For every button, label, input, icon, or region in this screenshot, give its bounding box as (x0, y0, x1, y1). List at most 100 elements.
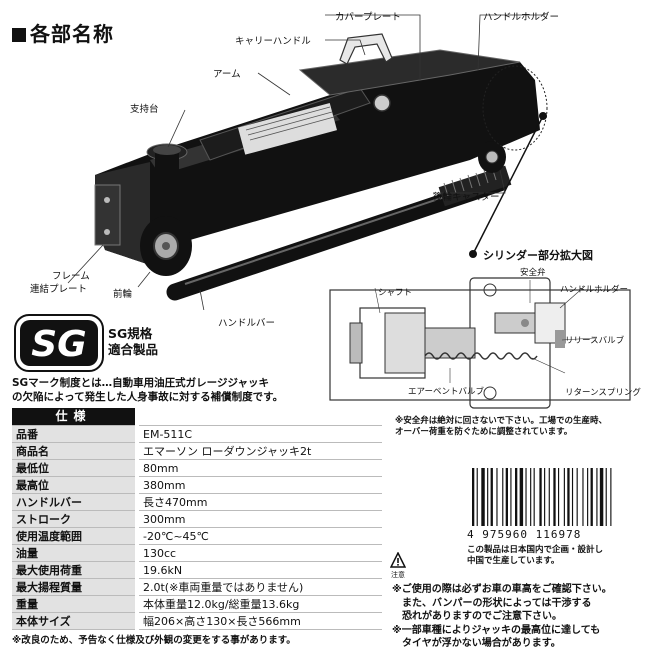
barcode-bar (553, 468, 556, 526)
spec-value: 2.0t(※車両重量ではありません) (137, 578, 382, 596)
caution-line: 恐れがありますのでご注意下さい。 (392, 611, 562, 622)
caution-line: ※ご使用の際は必ずお車の車高をご確認下さい。 (392, 584, 612, 595)
caution-line: また、バンパーの形状によっては干渉する (392, 597, 592, 609)
saddle-shape (146, 143, 188, 178)
label-release-valve: リリースバルブ (565, 336, 625, 346)
label-air-vent-valve: エアーベントバルブ (408, 387, 484, 397)
front-wheel-shape (140, 216, 192, 276)
zoom-highlight-ring (482, 65, 548, 151)
label-cylinder-zoom: シリンダー部分拡大図 (483, 249, 593, 262)
label-saddle: 支持台 (130, 104, 159, 115)
barcode-bar (610, 468, 612, 526)
spec-row: 商品名エマーソン ローダウンジャッキ2t (12, 442, 382, 460)
spec-key: 使用温度範囲 (12, 527, 139, 545)
jack-body-shape (95, 49, 540, 265)
sg-title-line1: SG規格 (108, 326, 153, 341)
caution-text: ※ご使用の際は必ずお車の車高をご確認下さい。 また、バンパーの形状によっては干渉… (392, 583, 642, 651)
barcode-bar (582, 468, 584, 526)
barcode-bar (490, 468, 493, 526)
sg-title-line2: 適合製品 (108, 342, 159, 357)
sg-title: SG規格 適合製品 (108, 326, 158, 358)
bolt-shape (373, 94, 391, 112)
label-arm: アーム (213, 69, 241, 80)
spec-note: ※改良のため、予告なく仕様及び外観の変更をする事があります。 (12, 635, 296, 646)
spec-key: 最大使用荷重 (12, 561, 139, 579)
barcode (472, 468, 612, 526)
barcode-number: 4 975960 116978 (467, 528, 582, 541)
label-carry-handle: キャリーハンドル (235, 36, 311, 47)
barcode-bar (571, 468, 574, 526)
barcode-bar (563, 468, 565, 526)
spec-value: エマーソン ローダウンジャッキ2t (137, 442, 382, 460)
label-safety-valve: 安全弁 (520, 268, 546, 278)
spec-key: 最低位 (12, 459, 139, 477)
label-cyl-handle-holder: ハンドルホルダー (560, 285, 629, 295)
spec-value: 300mm (137, 510, 382, 528)
barcode-bar (567, 468, 570, 526)
spec-header: 仕様 (12, 408, 135, 425)
barcode-bar (496, 468, 498, 526)
handle-bar-shape (166, 165, 512, 301)
safety-valve-note: ※安全弁は絶対に回さないで下さい。工場での生産時、 オーバー荷重を防ぐために調整… (395, 416, 607, 438)
jack-illustration (67, 14, 548, 310)
warning-triangle-icon (390, 552, 406, 568)
barcode-bar (544, 468, 546, 526)
spec-key: 品番 (12, 425, 139, 443)
barcode-bar (510, 468, 512, 526)
spec-value: 380mm (137, 476, 382, 494)
barcode-bar (476, 468, 478, 526)
barcode-bar (605, 468, 607, 526)
barcode-bar (596, 468, 598, 526)
label-shaft: シャフト (378, 288, 413, 298)
spec-value: -20℃~45℃ (137, 527, 382, 545)
label-connecting-plate: 連結プレート (30, 284, 88, 295)
cylinder-diagram (329, 277, 631, 409)
spec-key: 商品名 (12, 442, 139, 460)
barcode-bar (599, 468, 604, 526)
spec-value: 幅206×高さ130×長さ566mm (137, 612, 382, 630)
rear-caster-shape (478, 141, 506, 173)
barcode-bar (519, 468, 524, 526)
safety-note-line1: ※安全弁は絶対に回さないで下さい。工場での生産時、 (395, 416, 608, 426)
carry-handle-shape (339, 33, 393, 65)
sg-desc-line2: の欠陥によって発生した人身事故に対する補償制度です。 (12, 391, 284, 403)
spec-value: 130cc (137, 544, 382, 562)
label-cover-plate: カバープレート (335, 12, 401, 23)
square-bullet-icon (12, 28, 26, 42)
origin-line1: この製品は日本国内で企画・設計し (467, 545, 604, 555)
section-title-text: 各部名称 (30, 22, 114, 46)
spec-row: 使用温度範囲-20℃~45℃ (12, 527, 382, 545)
spec-value: 長さ470mm (137, 493, 382, 511)
barcode-bar (530, 468, 532, 526)
spec-key: 最大揚程質量 (12, 578, 139, 596)
barcode-bar (472, 468, 475, 526)
spec-key: ストローク (12, 510, 139, 528)
spec-value: 19.6kN (137, 561, 382, 579)
spec-key: 本体サイズ (12, 612, 139, 630)
spec-row: ハンドルバー長さ470mm (12, 493, 382, 511)
caution-line: ※一部車種によりジャッキの最高位に達しても (392, 624, 601, 636)
label-frame: フレーム (52, 271, 90, 282)
barcode-bar (558, 468, 560, 526)
caution-label: 注意 (391, 571, 405, 579)
spec-key: ハンドルバー (12, 493, 139, 511)
sg-description: SGマーク制度とは…自動車用油圧式ガレージジャッキ の欠陥によって発生した人身事… (12, 376, 283, 404)
label-rear-caster: 後輪キャスター (433, 192, 500, 203)
frame-plate-shape (94, 184, 121, 246)
spec-key: 油量 (12, 544, 139, 562)
spec-value: 80mm (137, 459, 382, 477)
barcode-bar (587, 468, 589, 526)
origin-note: この製品は日本国内で企画・設計し 中国で生産しています。 (467, 545, 603, 567)
safety-note-line2: オーバー荷重を防ぐために調整されています。 (395, 427, 573, 437)
spec-key: 重量 (12, 595, 139, 613)
sg-desc-line1: SGマーク制度とは…自動車用油圧式ガレージジャッキ (12, 377, 269, 389)
barcode-bar (502, 468, 504, 526)
